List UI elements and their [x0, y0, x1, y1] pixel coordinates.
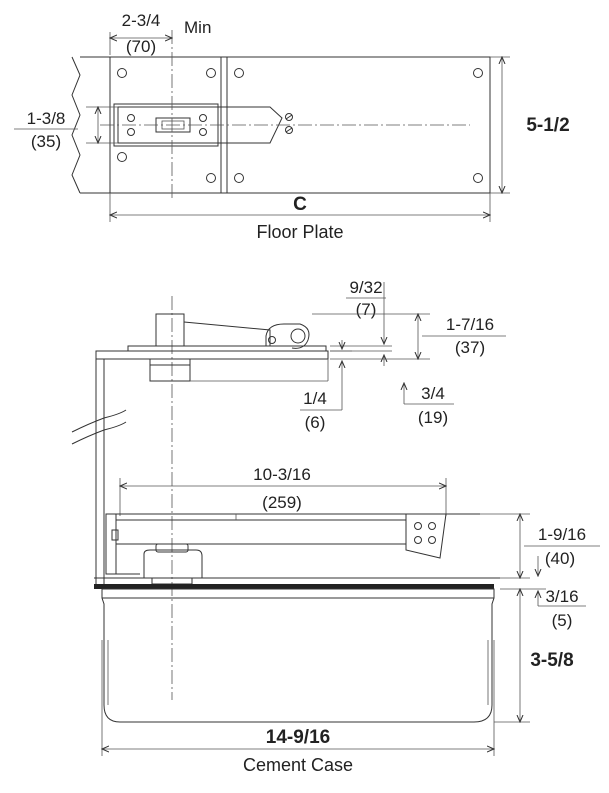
dim-b-mm: (37) [455, 338, 485, 357]
screw-holes [117, 68, 483, 183]
dim-d-mm: (19) [418, 408, 448, 427]
dim-c-mm: (6) [305, 413, 326, 432]
slot-outline [117, 106, 283, 144]
door-top-rail [95, 350, 329, 360]
top-pivot [155, 313, 185, 347]
dim-arm-in: 10-3/16 [253, 465, 311, 484]
floor-plate-caption: Floor Plate [256, 222, 343, 242]
dim-slot-in: 1-3/8 [27, 109, 66, 128]
dim-d-in: 3/4 [421, 384, 445, 403]
dim-c-in: 1/4 [303, 389, 327, 408]
dim-length: C [293, 194, 307, 215]
bottom-arm [105, 513, 480, 575]
dim-b-in: 1-7/16 [446, 315, 494, 334]
top-arm [183, 321, 271, 347]
cement-case [101, 588, 495, 723]
elevation-view: 9/32 (7) 1-7/16 (37) 1/4 (6) 3/4 (19) 10… [71, 278, 600, 775]
dim-min-mm: (70) [126, 37, 156, 56]
dim-case-height: 3-5/8 [530, 650, 573, 671]
cover-plate [94, 584, 494, 589]
dim-e-in: 1-9/16 [538, 525, 586, 544]
dim-slot-mm: (35) [31, 132, 61, 151]
top-bushing [149, 364, 191, 382]
dim-a-mm: (7) [356, 300, 377, 319]
dim-arm-mm: (259) [262, 493, 302, 512]
dim-height: 5-1/2 [526, 115, 569, 136]
break-line [71, 56, 81, 194]
dim-case-width: 14-9/16 [266, 727, 330, 748]
dim-f-mm: (5) [552, 611, 573, 630]
floor-plate-view: 2-3/4 (70) Min 1-3/8 (35) 5-1/2 C Floor … [14, 11, 570, 242]
min-label: Min [184, 18, 211, 37]
dim-min-in: 2-3/4 [122, 11, 161, 30]
top-arm-hook [265, 323, 310, 349]
cement-case-caption: Cement Case [243, 755, 353, 775]
arm-end-plate [405, 513, 447, 559]
dim-a-in: 9/32 [349, 278, 382, 297]
dim-f-in: 3/16 [545, 587, 578, 606]
dim-e-mm: (40) [545, 549, 575, 568]
